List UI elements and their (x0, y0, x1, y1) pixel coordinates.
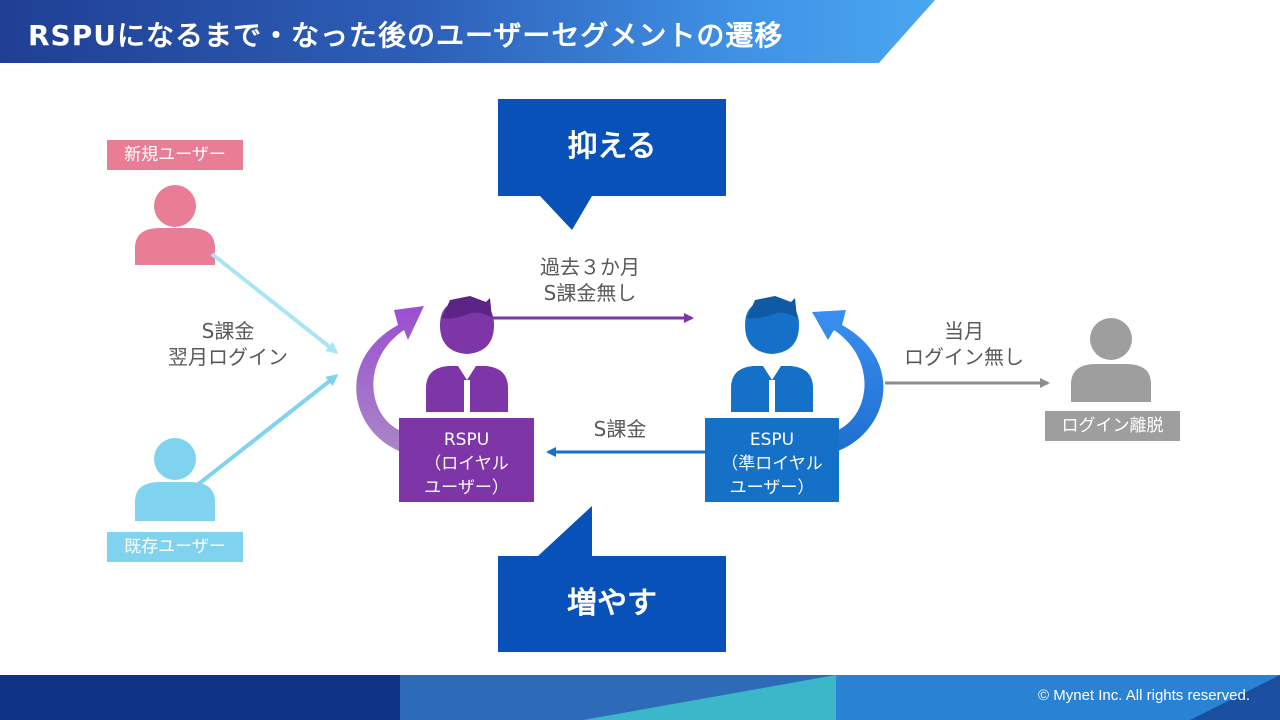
label-s-charge-next-login: S課金 翌月ログイン (148, 318, 308, 370)
espu-box-line: ユーザー） (729, 478, 815, 498)
page-title: RSPUになるまで・なった後のユーザーセグメントの遷移 (28, 19, 784, 52)
rspu-box-line: RSPU (443, 430, 490, 450)
arrow-existing-to-rspu (194, 374, 339, 488)
espu-curved-arrow (812, 310, 884, 451)
label-line: 翌月ログイン (168, 345, 288, 369)
callout-increase: 増やす (567, 586, 657, 621)
espu-person-icon (731, 296, 813, 412)
label-line: 過去３か月 (540, 255, 640, 279)
espu-box: ESPU （準ロイヤル ユーザー） (705, 418, 839, 502)
person-icon-gray (1071, 318, 1151, 402)
espu-box-line: ESPU (749, 430, 795, 450)
title-bar (0, 0, 935, 63)
footer-bar: © Mynet Inc. All rights reserved. (0, 675, 1280, 720)
espu-box-line: （準ロイヤル (721, 454, 823, 474)
label-line: S課金無し (543, 281, 637, 305)
label-past-three-months: 過去３か月 S課金無し (510, 254, 670, 306)
rspu-box: RSPU （ロイヤル ユーザー） (399, 418, 534, 502)
rspu-curved-arrow (356, 306, 424, 451)
label-line: S課金 (201, 319, 255, 343)
rspu-box-line: （ロイヤル (424, 454, 509, 474)
copyright-text: © Mynet Inc. All rights reserved. (1038, 687, 1250, 704)
callout-increase-shape (498, 506, 726, 652)
rspu-person-icon (426, 296, 508, 412)
person-icon-lightblue (135, 438, 215, 521)
label-s-charge: S課金 (560, 416, 680, 442)
callout-suppress-shape (498, 99, 726, 230)
login-churn-tag: ログイン離脱 (1045, 411, 1180, 441)
label-line: ログイン無し (904, 345, 1024, 369)
label-line: 当月 (944, 319, 984, 343)
label-this-month-no-login: 当月 ログイン無し (884, 318, 1044, 370)
label-line: S課金 (593, 417, 647, 441)
person-icon-pink (135, 185, 215, 265)
callout-suppress: 抑える (567, 129, 657, 164)
arrow-new-to-rspu (210, 252, 339, 354)
rspu-box-line: ユーザー） (424, 478, 509, 498)
existing-user-tag: 既存ユーザー (107, 532, 243, 562)
new-user-tag: 新規ユーザー (107, 140, 243, 170)
